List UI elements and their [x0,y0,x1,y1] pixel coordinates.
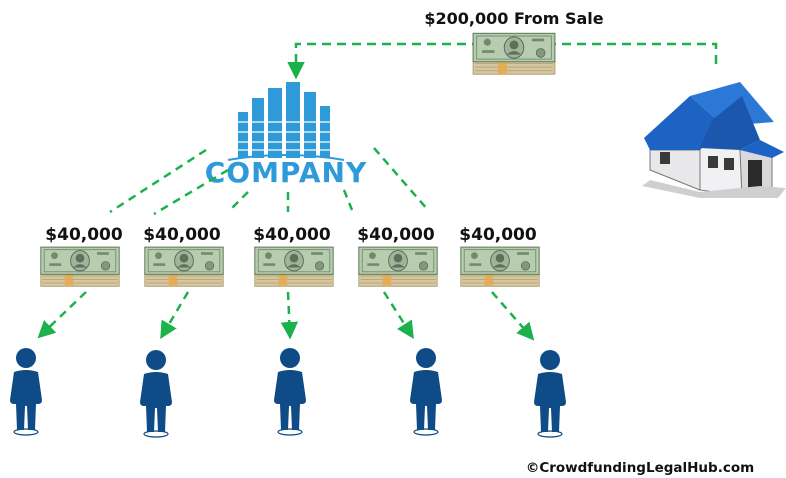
person-icon-5 [533,349,567,438]
person-icon-4 [409,347,443,436]
payout-cash-stack-icon-3 [254,246,334,287]
sale-label: $200,000 From Sale [424,9,603,28]
payout-label-1: $40,000 [45,225,123,245]
flow-company-to-payout-1 [109,148,207,214]
flow-payout-to-investor-1 [37,291,87,339]
flow-payout-to-investor-5 [491,291,535,341]
payout-label-5: $40,000 [459,225,537,245]
payout-label-2: $40,000 [143,225,221,245]
flow-payout-to-investor-3 [280,291,299,340]
flow-company-to-payout-2 [153,168,229,216]
copyright-text: ©CrowdfundingLegalHub.com [526,460,754,476]
flow-payout-to-investor-4 [382,291,414,339]
sale-cash-stack-icon [472,32,556,75]
company-building-icon [204,80,368,194]
flow-company-to-payout-5 [373,147,429,211]
flow-company-to-payout-4 [342,189,354,211]
house-icon [642,82,786,198]
payout-label-4: $40,000 [357,225,435,245]
flow-payout-to-investor-2 [160,291,190,340]
person-icon-1 [9,347,43,436]
person-icon-3 [273,347,307,436]
payout-cash-stack-icon-1 [40,246,120,287]
payout-cash-stack-icon-5 [460,246,540,287]
payout-label-3: $40,000 [253,225,331,245]
payout-cash-stack-icon-2 [144,246,224,287]
flow-company-to-payout-3 [231,191,249,209]
person-icon-2 [139,349,173,438]
company-name: COMPANY [205,156,368,189]
payout-cash-stack-icon-4 [358,246,438,287]
